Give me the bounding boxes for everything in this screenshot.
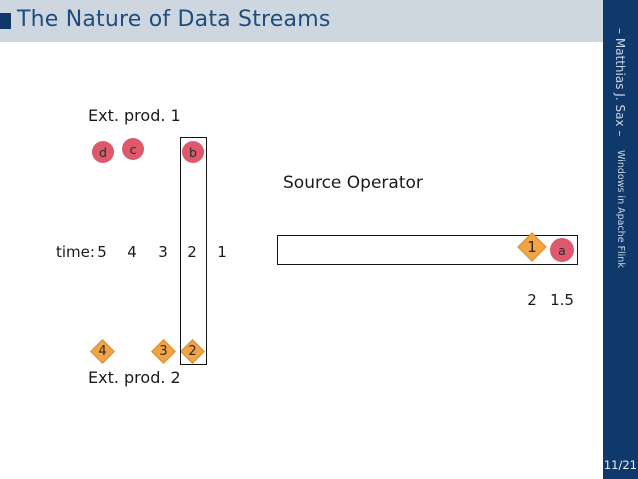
diamond-shape-icon: [180, 339, 205, 364]
time-tick-3: 3: [158, 243, 168, 261]
event-diamond-4: 4: [90, 339, 115, 364]
event-circle-a-label: a: [558, 242, 566, 258]
title-bar: The Nature of Data Streams: [0, 0, 603, 42]
sidebar: – Matthias J. Sax – Windows in Apache Fl…: [603, 0, 638, 479]
watermark-diamond-1-label: 1: [527, 238, 537, 256]
window-rectangle: [180, 137, 207, 365]
event-circle-d: d: [92, 141, 114, 163]
title-accent-square: [0, 13, 11, 29]
diamond-shape-icon: [517, 232, 547, 262]
event-circle-b: b: [182, 141, 204, 163]
event-circle-a: a: [550, 238, 574, 262]
event-circle-c: c: [122, 138, 144, 160]
time-tick-2: 2: [187, 243, 197, 261]
slide-title: The Nature of Data Streams: [17, 7, 331, 32]
ext-prod-2-label: Ext. prod. 2: [88, 368, 181, 387]
sidebar-deck-title: Windows in Apache Flink: [615, 150, 626, 269]
event-circle-c-label: c: [129, 141, 137, 157]
time-tick-5: 5: [97, 243, 107, 261]
time-tick-1: 1: [217, 243, 227, 261]
source-operator-label: Source Operator: [283, 173, 423, 193]
event-diamond-4-label: 4: [98, 344, 107, 359]
event-diamond-3: 3: [151, 339, 176, 364]
event-circle-b-label: b: [189, 144, 197, 160]
time-axis-label: time:: [56, 243, 95, 261]
below-value-1-5: 1.5: [550, 291, 574, 309]
ext-prod-1-label: Ext. prod. 1: [88, 106, 181, 125]
page-number: 11/21: [603, 458, 637, 472]
below-value-2: 2: [527, 291, 537, 309]
watermark-diamond-1: 1: [517, 232, 547, 262]
diamond-shape-icon: [90, 339, 115, 364]
event-diamond-2: 2: [180, 339, 205, 364]
sidebar-author: – Matthias J. Sax –: [613, 28, 627, 137]
sidebar-vertical-text: – Matthias J. Sax – Windows in Apache Fl…: [611, 28, 630, 268]
event-circle-d-label: d: [99, 144, 107, 160]
event-diamond-3-label: 3: [159, 344, 168, 359]
event-diamond-2-label: 2: [188, 344, 197, 359]
time-tick-4: 4: [127, 243, 137, 261]
diamond-shape-icon: [151, 339, 176, 364]
